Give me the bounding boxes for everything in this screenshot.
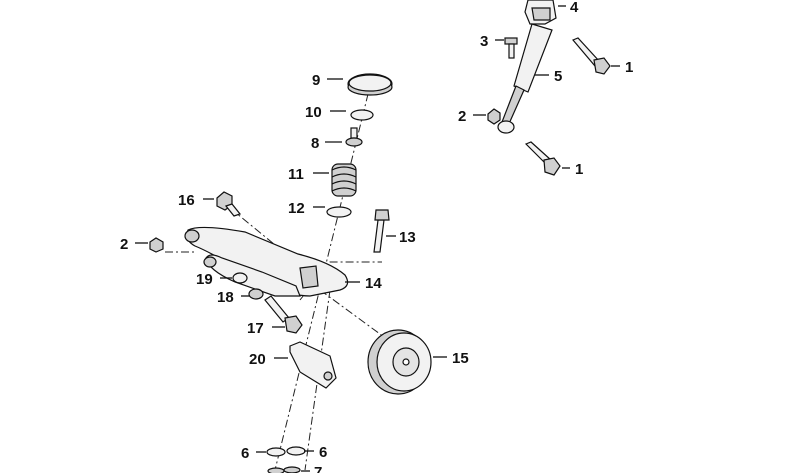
small-bolt [504, 37, 518, 59]
trailing-arm [184, 226, 349, 297]
callout-6-left: 6 [241, 445, 249, 462]
callout-8: 8 [311, 135, 319, 152]
stud [345, 127, 363, 147]
long-bolt [373, 209, 390, 253]
bolt-lower [524, 141, 561, 176]
shock-absorber [497, 23, 553, 134]
callout-19: 19 [196, 271, 213, 288]
callout-10: 10 [305, 104, 322, 121]
callout-7: 7 [314, 464, 322, 473]
callout-5: 5 [554, 68, 562, 85]
callout-labels: 1 1 2 2 3 4 5 6 6 7 8 9 10 11 12 13 14 1… [120, 0, 633, 473]
leader-lines [135, 5, 620, 472]
callout-18: 18 [217, 289, 234, 306]
callout-11: 11 [288, 166, 304, 183]
nut-left [149, 237, 164, 253]
callout-13: 13 [399, 229, 416, 246]
bushing-18 [248, 288, 264, 300]
spring-seat-top [347, 73, 393, 96]
arm-bolt [264, 295, 303, 334]
bushing-19 [232, 272, 248, 284]
callout-15: 15 [452, 350, 469, 367]
bracket-plate [289, 341, 337, 389]
callout-2-right: 2 [458, 108, 466, 125]
callout-6-right: 6 [319, 444, 327, 461]
coil-spring [331, 163, 357, 197]
washers-bottom [266, 446, 306, 473]
pivot-bolt [216, 191, 242, 217]
brake-drum [367, 329, 432, 395]
callout-12: 12 [288, 200, 305, 217]
callout-3: 3 [480, 33, 488, 50]
upper-mount-bracket [524, 0, 557, 25]
callout-20: 20 [249, 351, 266, 368]
bolt-upper [572, 37, 611, 75]
spring-pad [326, 206, 352, 218]
callout-1-lower: 1 [575, 161, 583, 178]
callout-2-left: 2 [120, 236, 128, 253]
callout-16: 16 [178, 192, 195, 209]
callout-14: 14 [365, 275, 382, 292]
callout-9: 9 [312, 72, 320, 89]
callout-4: 4 [570, 0, 579, 16]
callout-1-upper: 1 [625, 59, 633, 76]
washer [350, 109, 374, 121]
nut-right [487, 108, 501, 125]
callout-17: 17 [247, 320, 264, 337]
